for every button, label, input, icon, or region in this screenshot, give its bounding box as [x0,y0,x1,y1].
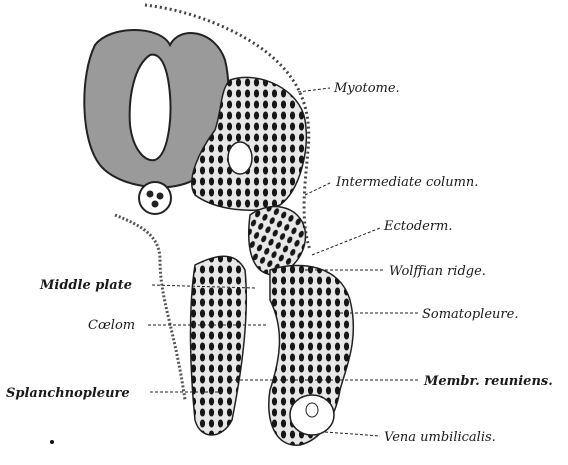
svg-text:Membr. reuniens.: Membr. reuniens. [423,374,553,389]
svg-text:Wolffian ridge.: Wolffian ridge. [389,264,486,279]
svg-text:Vena umbilicalis.: Vena umbilicalis. [384,430,496,445]
svg-text:Somatopleure.: Somatopleure. [422,307,518,322]
svg-text:Splanchnopleure: Splanchnopleure [6,386,130,401]
label-splanchnopleure: Splanchnopleure [6,386,220,401]
vena-umbilicalis [290,395,334,435]
svg-text:Intermediate column.: Intermediate column. [335,175,478,190]
stray-dot [50,440,54,444]
label-vena-umbilicalis: Vena umbilicalis. [325,430,496,445]
label-intermediate-column: Intermediate column. [305,175,478,195]
svg-text:Myotome.: Myotome. [333,81,400,96]
splanchnopleure [190,256,246,435]
mesentery-line [115,215,185,400]
label-ectoderm: Ectoderm. [312,219,453,255]
svg-text:Middle plate: Middle plate [39,278,132,293]
label-somatopleure: Somatopleure. [340,307,518,322]
svg-text:Ectoderm.: Ectoderm. [383,219,453,234]
svg-text:Cœlom: Cœlom [88,318,135,333]
aorta [139,182,171,214]
label-myotome: Myotome. [298,81,400,96]
